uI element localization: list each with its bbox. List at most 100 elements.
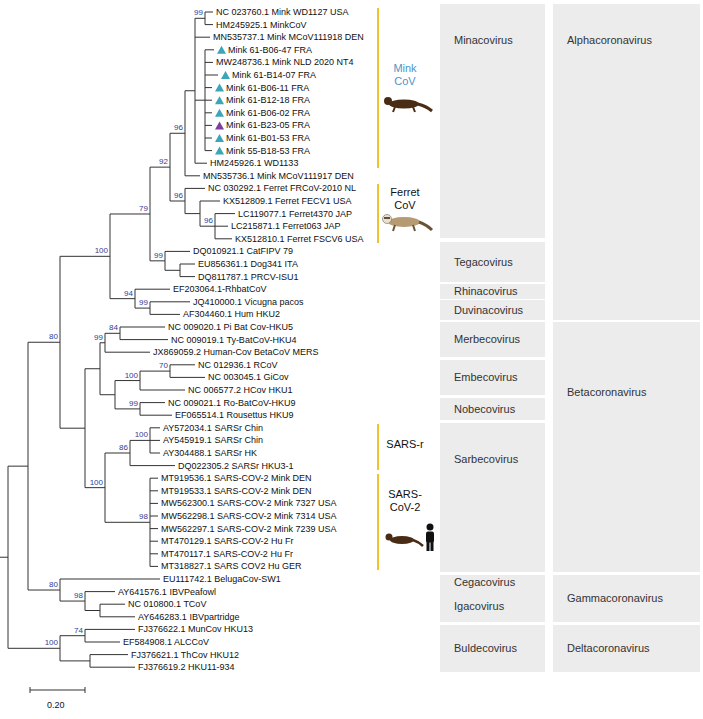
branch — [60, 579, 160, 580]
bootstrap-value: 100 — [124, 371, 139, 380]
taxon-label: EU111742.1 BelugaCov-SW1 — [163, 574, 281, 584]
branch — [140, 402, 165, 403]
branch — [185, 90, 195, 91]
branch — [60, 256, 110, 257]
clade-label: SARS-r — [382, 438, 428, 451]
mink-icon — [384, 97, 432, 112]
taxon-label: MT318827.1 SARS COV2 Hu GER — [161, 561, 302, 571]
bootstrap-value: 79 — [138, 204, 149, 213]
taxon-label: MT470129.1 SARS-COV-2 Hu Fr — [161, 536, 294, 546]
branch — [205, 87, 212, 88]
genus-band: Betacoronavirus — [553, 322, 700, 572]
branch — [170, 377, 205, 378]
branch — [120, 327, 165, 328]
taxon-label: Mink 61-B23-05 FRA — [226, 120, 310, 130]
branch — [100, 394, 115, 395]
branch — [200, 226, 215, 227]
bootstrap-value: 99 — [193, 8, 204, 17]
taxon-label: NC 009019.1 Ty-BatCoV-HKU4 — [171, 335, 296, 345]
branch — [105, 352, 150, 353]
branch — [165, 270, 180, 271]
branch — [135, 289, 170, 290]
genus-band: Buldecovirus — [440, 625, 545, 672]
taxon-label: NC 006577.2 HCov HKU1 — [188, 385, 293, 395]
genus-name: Cegacovirus — [454, 576, 515, 589]
bootstrap-value: 80 — [48, 580, 59, 589]
genus-band: Merbecovirus — [440, 322, 545, 357]
branch — [195, 37, 210, 38]
branch — [130, 440, 150, 441]
taxon-label: Mink 61-B12-18 FRA — [226, 95, 310, 105]
clade-label: Mink CoV — [382, 62, 428, 88]
branch — [185, 175, 200, 176]
taxon-label: MW562298.1 SARS-COV-2 Mink 7314 USA — [161, 511, 337, 521]
genus-band: Cegacovirus — [440, 575, 545, 590]
sample-triangle — [217, 46, 226, 54]
branch — [120, 339, 168, 340]
branch — [150, 167, 170, 168]
mink-icon — [386, 534, 424, 547]
genus-band: Alphacoronavirus — [553, 4, 700, 320]
taxon-label: Mink 61-B06-11 FRA — [226, 83, 309, 93]
branch — [150, 260, 165, 261]
branch — [105, 453, 130, 454]
genus-name: Tegacovirus — [454, 256, 513, 269]
taxon-label: LC119077.1 Ferret4370 JAP — [238, 209, 352, 219]
taxon-label: MN535736.1 Mink MCoV111917 DEN — [203, 171, 354, 181]
branch — [185, 188, 205, 189]
bootstrap-value: 99 — [128, 399, 139, 408]
taxon-label: FJ376622.1 MunCov HKU13 — [138, 624, 253, 634]
genus-band: Nobecovirus — [440, 398, 545, 420]
taxon-label: NC 010800.1 TCoV — [128, 599, 206, 609]
scale-bar — [30, 687, 85, 693]
bootstrap-value: 99 — [93, 333, 104, 342]
bootstrap-value: 96 — [173, 191, 184, 200]
clade-bracket — [377, 424, 379, 470]
branch — [150, 478, 158, 479]
bootstrap-value: 96 — [203, 216, 214, 225]
genus-name: Duvinacovirus — [454, 304, 523, 317]
genus-name: Alphacoronavirus — [567, 34, 652, 47]
branch — [180, 276, 195, 277]
bootstrap-value: 100 — [94, 246, 109, 255]
bootstrap-value: 99 — [138, 298, 149, 307]
branch — [205, 112, 212, 113]
branch — [215, 213, 235, 214]
genus-name: Minacovirus — [454, 34, 513, 47]
branch — [170, 133, 185, 134]
taxon-label: DQ811787.1 PRCV-ISU1 — [198, 272, 298, 282]
sample-triangle — [221, 71, 230, 79]
genus-name: Deltacoronavirus — [567, 642, 650, 655]
bootstrap-value: 98 — [73, 591, 84, 600]
taxon-label: AF304460.1 Hum HKU2 — [183, 309, 280, 319]
branch — [205, 125, 212, 126]
taxon-label: NC 009020.1 Pi Bat Cov-HKU5 — [168, 322, 293, 332]
branch — [150, 490, 158, 491]
clade-label: SARS-CoV-2 — [382, 488, 428, 514]
branch — [215, 226, 228, 227]
branch — [205, 49, 214, 50]
branch — [205, 62, 213, 63]
genus-band: Minacovirus — [440, 4, 545, 238]
branch — [85, 591, 115, 592]
ferret-icon — [383, 215, 433, 232]
taxon-label: AY641576.1 IBVPeafowl — [118, 587, 216, 597]
clade-label: Ferret CoV — [382, 186, 428, 212]
bootstrap-value: 98 — [138, 512, 149, 521]
branch — [85, 642, 120, 643]
branch — [150, 528, 158, 529]
branch — [100, 604, 125, 605]
taxon-label: MT919533.1 SARS-COV-2 Mink DEN — [161, 486, 312, 496]
taxon-label: Mink 61-B06-02 FRA — [226, 108, 310, 118]
branch — [85, 610, 100, 611]
taxon-label: KX512809.1 Ferret FECV1 USA — [223, 196, 352, 206]
branch — [140, 371, 170, 372]
branch — [140, 415, 172, 416]
branch — [110, 298, 135, 299]
taxon-label: NC 023760.1 Mink WD1127 USA — [216, 7, 348, 17]
taxon-label: NC 012936.1 RCoV — [198, 360, 278, 370]
branch — [195, 18, 205, 19]
taxon-label: LC215871.1 Ferret063 JAP — [231, 221, 341, 231]
branch — [150, 440, 160, 441]
